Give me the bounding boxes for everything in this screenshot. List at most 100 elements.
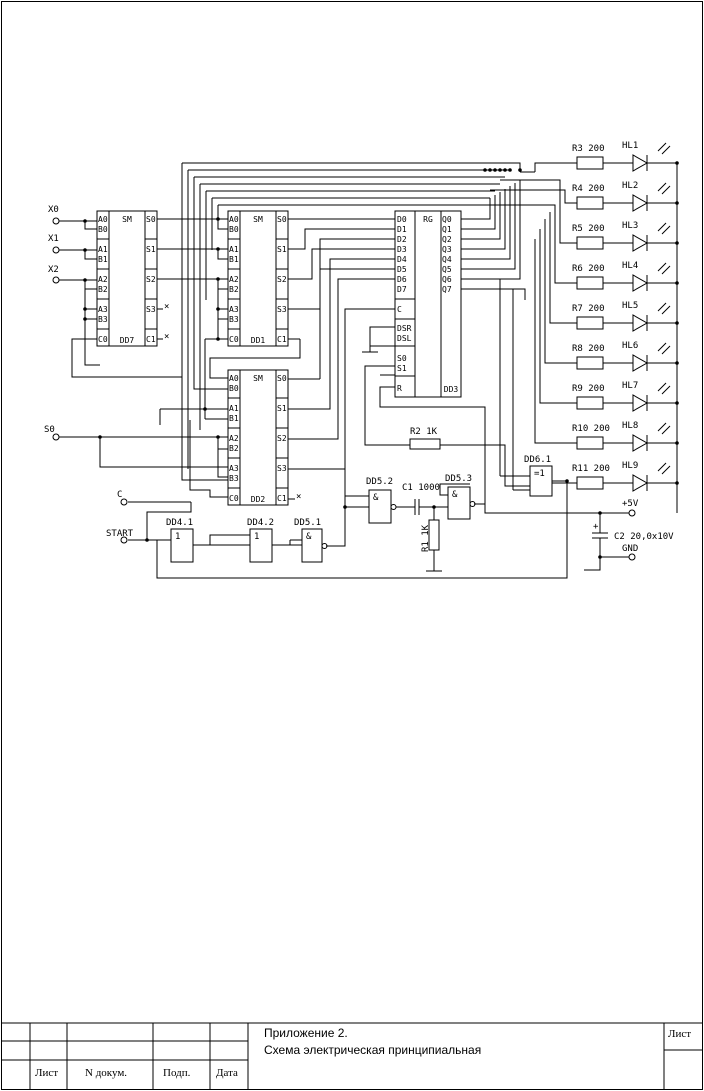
pin-label: S0: [397, 354, 407, 363]
chip-name: DD7: [120, 336, 135, 345]
led-diode-icon: [632, 194, 649, 212]
resistor-r3: [576, 156, 604, 170]
pin-label: B1: [229, 255, 239, 264]
resistor-label-r11: R11 200: [572, 464, 610, 474]
led-diode-icon: [632, 234, 649, 252]
pin-label: S0: [277, 374, 287, 383]
pin-label: A2: [229, 275, 239, 284]
chip-func: SM: [253, 215, 263, 224]
resistor-r11: [576, 476, 604, 490]
resistor-r9: [576, 396, 604, 410]
title-block: Лист N докум. Подп. Дата Приложение 2. С…: [1, 1022, 703, 1090]
input-label-s0: S0: [44, 425, 55, 435]
resistor-r2: [409, 438, 441, 450]
led-diode-icon: [632, 154, 649, 172]
pin-label: A0: [229, 215, 239, 224]
gate-name: DD4.1: [166, 518, 193, 528]
led-emission-icon: [657, 382, 667, 392]
pin-label: A0: [98, 215, 108, 224]
input-terminal-icon: [52, 246, 60, 254]
pin-label: A1: [229, 404, 239, 413]
pin-label: Q0: [442, 215, 452, 224]
junction-dot: [216, 337, 220, 341]
led-label-hl5: HL5: [622, 301, 638, 311]
pin-label: B2: [229, 285, 239, 294]
gate-symbol: 1: [175, 532, 180, 542]
junction-dot: [216, 307, 220, 311]
circuit-labels: SMDD7A0B0A1B1A2B2A3B3C0S0S1S2S3C1SMDD1A0…: [44, 141, 674, 554]
gate-name: DD4.2: [247, 518, 274, 528]
pin-label: Q3: [442, 245, 452, 254]
pin-label: C1: [146, 335, 156, 344]
input-terminal-icon: [628, 509, 636, 517]
col-doc-label: N докум.: [85, 1067, 127, 1079]
pin-label: D7: [397, 285, 407, 294]
chip-func: SM: [253, 374, 263, 383]
input-terminal-icon: [120, 498, 128, 506]
pin-label: DSR: [397, 324, 412, 333]
pin-label: S3: [277, 464, 287, 473]
led-label-hl3: HL3: [622, 221, 638, 231]
pin-label: A1: [98, 245, 108, 254]
led-emission-icon: [661, 265, 671, 275]
led-emission-icon: [661, 465, 671, 475]
pin-label: A3: [98, 305, 108, 314]
led-emission-icon: [661, 185, 671, 195]
led-emission-icon: [657, 222, 667, 232]
pin-label: B3: [98, 315, 108, 324]
pin-label: A2: [229, 434, 239, 443]
pin-label: B3: [229, 474, 239, 483]
input-terminal-icon: [628, 553, 636, 561]
c2-plus-label: +: [593, 522, 599, 532]
pin-label: Q7: [442, 285, 452, 294]
junction-dot: [508, 168, 512, 172]
junction-dot: [498, 168, 502, 172]
led-emission-icon: [657, 262, 667, 272]
pin-label: B0: [98, 225, 108, 234]
input-label-x1: X1: [48, 234, 59, 244]
pin-label: S2: [277, 434, 287, 443]
pin-label: S0: [277, 215, 287, 224]
r1-label: R1 1K: [421, 524, 431, 552]
led-label-hl9: HL9: [622, 461, 638, 471]
junction-dot: [565, 479, 569, 483]
pin-label: B1: [98, 255, 108, 264]
gate-symbol: &: [306, 532, 312, 542]
pin-label: Q5: [442, 265, 452, 274]
resistor-r5: [576, 236, 604, 250]
chip-func: RG: [423, 215, 433, 224]
led-diode-icon: [632, 434, 649, 452]
pin-label: D2: [397, 235, 407, 244]
pin-label: S2: [146, 275, 156, 284]
pin-label: A3: [229, 305, 239, 314]
pin-label: C: [397, 305, 402, 314]
gate-name: DD5.2: [366, 477, 393, 487]
pin-label: D4: [397, 255, 407, 264]
pin-label: C0: [98, 335, 108, 344]
junction-dot: [483, 168, 487, 172]
input-label-start: START: [106, 529, 134, 539]
c1-label: C1 1000: [402, 483, 440, 493]
pin-label: Q4: [442, 255, 452, 264]
led-emission-icon: [661, 305, 671, 315]
gate-symbol: &: [452, 490, 458, 500]
pin-label: D6: [397, 275, 407, 284]
resistor-label-r9: R9 200: [572, 384, 605, 394]
led-emission-icon: [657, 462, 667, 472]
led-emission-icon: [661, 345, 671, 355]
pin-label: A3: [229, 464, 239, 473]
gate-name: DD5.1: [294, 518, 321, 528]
pin-label: Q1: [442, 225, 452, 234]
resistor-label-r8: R8 200: [572, 344, 605, 354]
gate-symbol: &: [373, 493, 379, 503]
led-diode-icon: [632, 314, 649, 332]
resistor-label-r6: R6 200: [572, 264, 605, 274]
chip-name: DD3: [444, 385, 459, 394]
nc-mark-icon: ×: [296, 492, 301, 502]
led-emission-icon: [657, 142, 667, 152]
led-emission-icon: [661, 425, 671, 435]
gate-name: DD6.1: [524, 455, 551, 465]
led-emission-icon: [657, 182, 667, 192]
led-diode-icon: [632, 274, 649, 292]
pin-label: S3: [146, 305, 156, 314]
